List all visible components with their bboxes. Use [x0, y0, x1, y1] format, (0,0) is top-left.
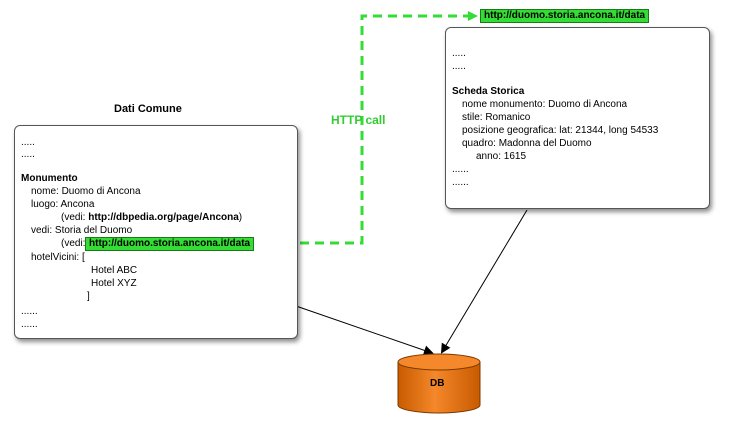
- left-panel-title: Dati Comune: [114, 103, 182, 115]
- database-cylinder: [397, 353, 481, 414]
- text-line: vedi: Storia del Duomo: [31, 225, 133, 236]
- text-line: anno: 1615: [476, 151, 527, 162]
- dbpedia-link[interactable]: http://dbpedia.org/page/Ancona: [88, 212, 239, 223]
- left-panel-card: ..... ..... Monumento nome: Duomo di Anc…: [14, 125, 298, 339]
- text-fragment: ): [238, 212, 243, 223]
- section-heading: Monumento: [21, 173, 78, 184]
- text-line: nome: Duomo di Ancona: [31, 186, 141, 197]
- left-to-db-arrow: [295, 305, 434, 356]
- text-line: ......: [21, 319, 38, 330]
- http-call-dashed-arrow: [270, 11, 478, 245]
- text-line: hotelVicini: [: [31, 252, 85, 263]
- text-line: .....: [21, 137, 35, 148]
- list-item: Hotel XYZ: [91, 278, 137, 289]
- text-line: quadro: Madonna del Duomo: [462, 138, 592, 149]
- text-line: ......: [452, 164, 469, 175]
- text-line: .....: [452, 61, 466, 72]
- text-line: ......: [21, 306, 38, 317]
- text-line: .....: [21, 149, 35, 160]
- text-line: nome monumento: Duomo di Ancona: [462, 99, 628, 110]
- text-line: luogo: Ancona: [31, 199, 95, 210]
- text-line: (vedi: http://dbpedia.org/page/Ancona): [61, 212, 242, 225]
- list-item: Hotel ABC: [91, 265, 138, 276]
- text-line: (vedi:: [61, 238, 86, 249]
- remote-url-highlight[interactable]: http://duomo.storia.ancona.it/data: [480, 9, 650, 23]
- text-line: stile: Romanico: [462, 112, 531, 123]
- storia-link-highlight[interactable]: http://duomo.storia.ancona.it/data: [85, 237, 255, 251]
- http-call-label: HTTP call: [331, 113, 386, 127]
- text-line: posizione geografica: lat: 21344, long 5…: [462, 125, 659, 136]
- text-line: ]: [87, 291, 90, 302]
- section-heading: Scheda Storica: [452, 86, 525, 97]
- right-to-db-arrow: [440, 209, 528, 354]
- text-line: ......: [452, 177, 469, 188]
- right-panel-card: ..... ..... Scheda Storica nome monument…: [445, 27, 710, 209]
- text-fragment: (vedi:: [61, 212, 89, 223]
- text-line: .....: [452, 48, 466, 59]
- database-label: DB: [430, 378, 445, 389]
